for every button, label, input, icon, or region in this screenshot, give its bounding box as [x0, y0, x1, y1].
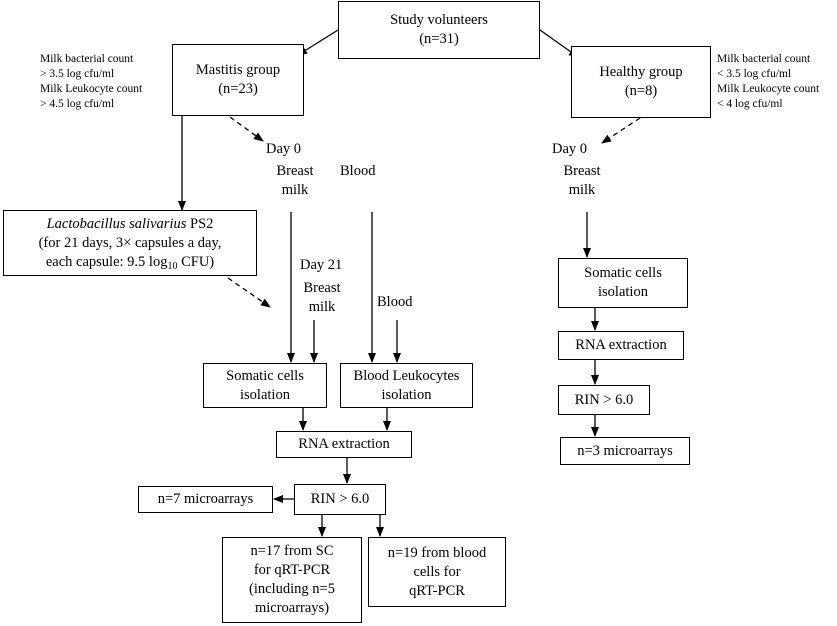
blood-qrtpcr-box: n=19 from blood cells for qRT-PCR — [368, 537, 506, 607]
healthy-somatic-cells-box: Somatic cells isolation — [558, 258, 688, 308]
mastitis-microarrays-box: n=7 microarrays — [138, 486, 273, 513]
mastitis-day21-label: Day 21 — [300, 257, 343, 273]
probiotic-treatment-box: Lactobacillus salivarius PS2 (for 21 day… — [3, 210, 257, 276]
sc-qrtpcr-box: n=17 from SC for qRT-PCR (including n=5 … — [222, 537, 362, 623]
arrow-mastitis-to-day0 — [229, 116, 264, 142]
mastitis-group-box: Mastitis group (n=23) — [172, 44, 304, 116]
arrow-probiotic-to-day21 — [227, 277, 271, 308]
healthy-rna-extraction-box: RNA extraction — [558, 331, 684, 360]
study-volunteers-box: Study volunteers (n=31) — [338, 1, 540, 59]
healthy-group-title: Healthy group — [599, 64, 683, 80]
mastitis-breast-milk-day0: Breast milk — [276, 163, 314, 198]
blood-leukocytes-box: Blood Leukocytes isolation — [340, 363, 473, 408]
healthy-group-box: Healthy group (n=8) — [571, 46, 711, 118]
mastitis-blood-day0: Blood — [340, 163, 376, 179]
healthy-group-count: (n=8) — [624, 83, 658, 99]
healthy-breast-milk: Breast milk — [563, 163, 601, 198]
mastitis-criteria: Milk bacterial count > 3.5 log cfu/ml Mi… — [40, 53, 143, 110]
mastitis-rin-box: RIN > 6.0 — [294, 484, 386, 515]
mastitis-rna-extraction-box: RNA extraction — [276, 431, 412, 458]
arrow-healthy-to-day0 — [601, 117, 641, 144]
healthy-rin-box: RIN > 6.0 — [558, 385, 650, 415]
mastitis-breast-milk-day21: Breast milk — [303, 280, 341, 315]
mastitis-group-title: Mastitis group — [195, 62, 281, 78]
study-volunteers-count: (n=31) — [419, 31, 459, 47]
mastitis-blood-day21: Blood — [377, 294, 413, 310]
healthy-day0-label: Day 0 — [552, 141, 588, 157]
arrow-volunteers-to-mastitis — [297, 29, 339, 56]
study-volunteers-title: Study volunteers — [390, 12, 488, 28]
mastitis-day0-label: Day 0 — [266, 141, 302, 157]
probiotic-capsule: each capsule: 9.5 log10 CFU) — [45, 253, 215, 272]
mastitis-group-count: (n=23) — [218, 81, 258, 97]
probiotic-name: Lactobacillus salivarius PS2 — [46, 215, 214, 232]
mastitis-somatic-cells-box: Somatic cells isolation — [203, 363, 327, 408]
healthy-criteria: Milk bacterial count < 3.5 log cfu/ml Mi… — [717, 53, 820, 110]
probiotic-dosage: (for 21 days, 3× capsules a day, — [38, 234, 222, 251]
healthy-microarrays-box: n=3 microarrays — [560, 437, 690, 465]
